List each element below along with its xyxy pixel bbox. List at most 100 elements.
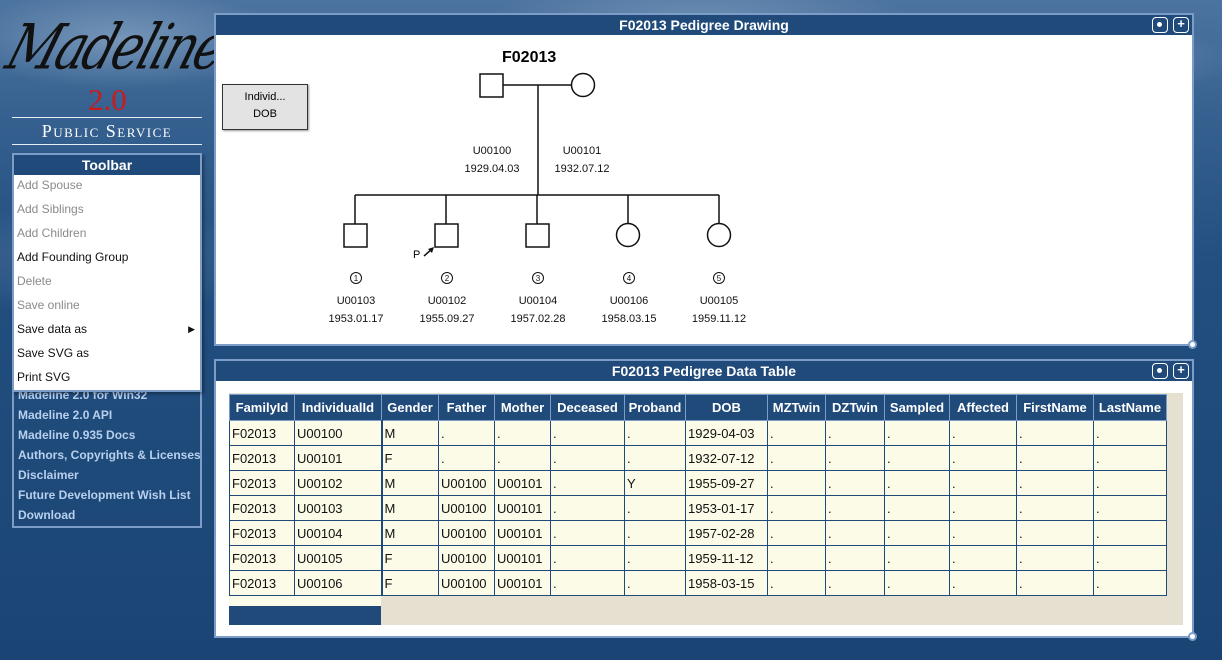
- col-header-firstname[interactable]: FirstName: [1016, 394, 1094, 421]
- table-cell[interactable]: .: [624, 545, 686, 571]
- table-cell[interactable]: .: [550, 420, 625, 446]
- table-cell[interactable]: .: [825, 495, 885, 521]
- table-cell[interactable]: .: [825, 420, 885, 446]
- table-cell[interactable]: .: [884, 445, 950, 471]
- table-cell[interactable]: .: [884, 470, 950, 496]
- table-cell[interactable]: U00101: [494, 470, 551, 496]
- table-cell[interactable]: 1957-02-28: [685, 520, 768, 546]
- table-cell[interactable]: .: [884, 570, 950, 596]
- table-cell[interactable]: .: [949, 570, 1017, 596]
- table-cell[interactable]: U00104: [294, 520, 383, 546]
- table-cell[interactable]: U00100: [438, 520, 495, 546]
- table-cell[interactable]: .: [949, 545, 1017, 571]
- table-cell[interactable]: .: [1093, 470, 1167, 496]
- table-cell[interactable]: U00106: [294, 570, 383, 596]
- table-cell[interactable]: 1958-03-15: [685, 570, 768, 596]
- table-cell[interactable]: .: [624, 495, 686, 521]
- table-cell[interactable]: 1932-07-12: [685, 445, 768, 471]
- table-cell[interactable]: .: [438, 445, 495, 471]
- col-header-gender[interactable]: Gender: [381, 394, 439, 421]
- table-cell[interactable]: U00100: [438, 570, 495, 596]
- table-cell[interactable]: .: [550, 545, 625, 571]
- col-header-familyid[interactable]: FamilyId: [229, 394, 295, 421]
- maximize-icon[interactable]: +: [1173, 363, 1189, 379]
- table-cell[interactable]: .: [949, 445, 1017, 471]
- table-cell[interactable]: .: [1093, 520, 1167, 546]
- menu-print-svg[interactable]: Print SVG: [14, 367, 200, 391]
- table-cell[interactable]: U00101: [494, 495, 551, 521]
- table-cell[interactable]: .: [1016, 420, 1094, 446]
- table-cell[interactable]: .: [1016, 520, 1094, 546]
- minimize-icon[interactable]: [1152, 363, 1168, 379]
- table-cell[interactable]: 1929-04-03: [685, 420, 768, 446]
- table-cell[interactable]: .: [550, 520, 625, 546]
- link-docs[interactable]: Madeline 0.935 Docs: [18, 428, 136, 442]
- table-cell[interactable]: F: [381, 570, 439, 596]
- table-cell[interactable]: .: [949, 520, 1017, 546]
- table-cell[interactable]: .: [550, 570, 625, 596]
- table-cell[interactable]: .: [1016, 545, 1094, 571]
- col-header-proband[interactable]: Proband: [624, 394, 686, 421]
- table-cell[interactable]: F02013: [229, 520, 295, 546]
- drawing-resize-handle[interactable]: [1188, 340, 1197, 349]
- table-cell[interactable]: U00101: [494, 520, 551, 546]
- col-header-dztwin[interactable]: DZTwin: [825, 394, 885, 421]
- table-cell[interactable]: .: [1016, 445, 1094, 471]
- col-header-dob[interactable]: DOB: [685, 394, 768, 421]
- link-download[interactable]: Download: [18, 508, 76, 522]
- table-cell[interactable]: .: [767, 445, 826, 471]
- col-header-mztwin[interactable]: MZTwin: [767, 394, 826, 421]
- table-cell[interactable]: U00101: [494, 570, 551, 596]
- table-cell[interactable]: .: [1093, 495, 1167, 521]
- menu-save-online[interactable]: Save online: [14, 295, 200, 319]
- table-cell[interactable]: .: [624, 520, 686, 546]
- table-cell[interactable]: .: [767, 545, 826, 571]
- table-cell[interactable]: .: [767, 520, 826, 546]
- table-cell[interactable]: .: [1093, 570, 1167, 596]
- table-cell[interactable]: 1955-09-27: [685, 470, 768, 496]
- table-cell[interactable]: .: [550, 470, 625, 496]
- table-cell[interactable]: F02013: [229, 445, 295, 471]
- col-header-lastname[interactable]: LastName: [1093, 394, 1167, 421]
- table-cell[interactable]: .: [1016, 570, 1094, 596]
- col-header-mother[interactable]: Mother: [494, 394, 551, 421]
- table-cell[interactable]: U00105: [294, 545, 383, 571]
- table-cell[interactable]: U00100: [438, 545, 495, 571]
- table-cell[interactable]: F: [381, 545, 439, 571]
- menu-save-svg-as[interactable]: Save SVG as: [14, 343, 200, 367]
- link-wishlist[interactable]: Future Development Wish List: [18, 488, 191, 502]
- table-cell[interactable]: U00100: [294, 420, 383, 446]
- table-cell[interactable]: .: [884, 495, 950, 521]
- menu-add-children[interactable]: Add Children: [14, 223, 200, 247]
- table-cell[interactable]: U00100: [438, 495, 495, 521]
- col-header-affected[interactable]: Affected: [949, 394, 1017, 421]
- table-cell[interactable]: .: [825, 445, 885, 471]
- table-cell[interactable]: U00101: [294, 445, 383, 471]
- table-cell[interactable]: .: [825, 545, 885, 571]
- minimize-icon[interactable]: [1152, 17, 1168, 33]
- table-cell[interactable]: M: [381, 520, 439, 546]
- table-cell[interactable]: .: [624, 420, 686, 446]
- menu-save-data-as[interactable]: Save data as▶: [14, 319, 200, 343]
- table-cell[interactable]: F02013: [229, 420, 295, 446]
- table-cell[interactable]: .: [624, 445, 686, 471]
- legend-box[interactable]: Individ... DOB: [222, 84, 308, 130]
- table-cell[interactable]: .: [949, 495, 1017, 521]
- table-cell[interactable]: F02013: [229, 570, 295, 596]
- table-cell[interactable]: .: [1093, 445, 1167, 471]
- table-cell[interactable]: .: [884, 545, 950, 571]
- table-cell[interactable]: M: [381, 420, 439, 446]
- table-cell[interactable]: .: [494, 445, 551, 471]
- table-cell[interactable]: F02013: [229, 470, 295, 496]
- table-cell[interactable]: .: [550, 445, 625, 471]
- table-cell[interactable]: U00103: [294, 495, 383, 521]
- table-cell[interactable]: .: [494, 420, 551, 446]
- table-cell[interactable]: .: [825, 470, 885, 496]
- table-cell[interactable]: .: [825, 520, 885, 546]
- menu-add-spouse[interactable]: Add Spouse: [14, 175, 200, 199]
- table-cell[interactable]: .: [949, 420, 1017, 446]
- table-cell[interactable]: .: [767, 495, 826, 521]
- table-cell[interactable]: .: [624, 570, 686, 596]
- menu-delete[interactable]: Delete: [14, 271, 200, 295]
- table-cell[interactable]: 1953-01-17: [685, 495, 768, 521]
